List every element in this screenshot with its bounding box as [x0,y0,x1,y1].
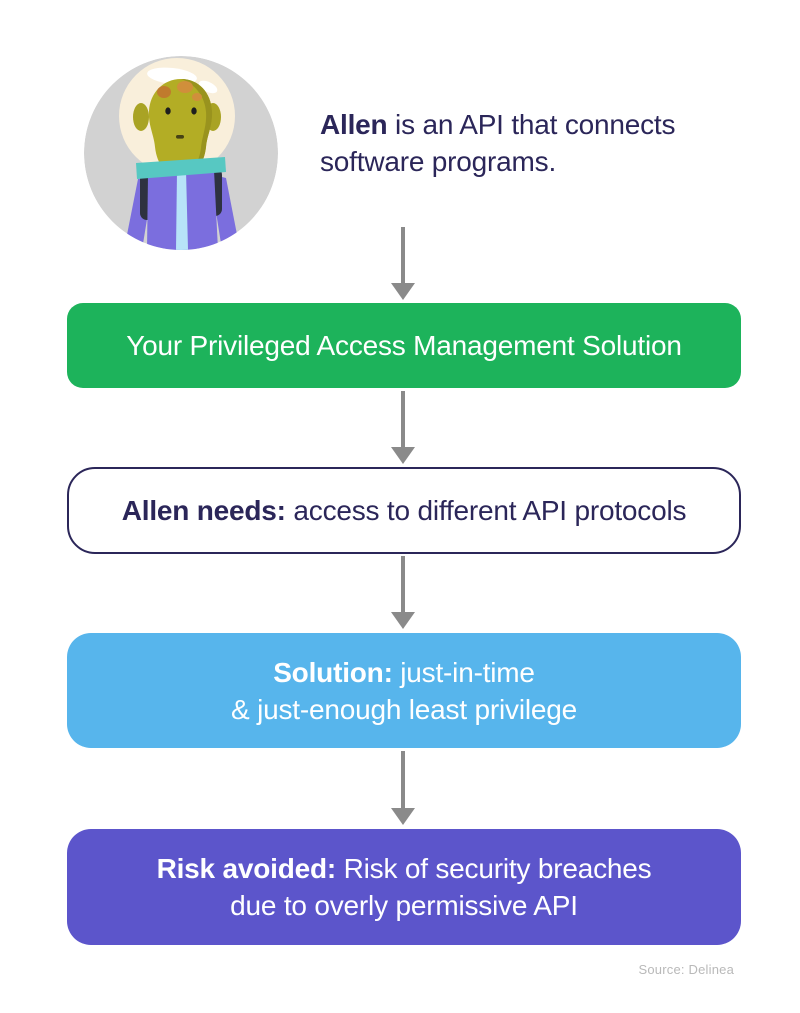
step-pam-label: Your Privileged Access Management Soluti… [126,329,682,361]
down-arrow-2 [401,391,405,447]
down-arrow-3 [401,556,405,612]
avatar [84,56,278,250]
step-risk-rest: Risk of security breaches [336,853,652,884]
intro-line1: is an API that connects [387,109,676,140]
intro-name: Allen [320,109,388,140]
intro-line2: software programs. [320,146,557,177]
step-allen-needs-bold: Allen needs: [121,494,286,526]
step-solution-line1: Solution: just-in-time [273,654,535,691]
step-solution: Solution: just-in-time & just-enough lea… [67,633,741,748]
step-allen-needs-rest: access to different API protocols [285,494,687,526]
source-note: Source: Delinea [638,962,734,977]
step-solution-rest: just-in-time [392,656,535,688]
down-arrow-1 [401,227,405,283]
step-risk-avoided: Risk avoided: Risk of security breaches … [67,829,741,945]
step-allen-needs: Allen needs: access to different API pro… [67,467,741,554]
step-allen-needs-label: Allen needs: access to different API pro… [122,495,687,527]
step-solution-line2: & just-enough least privilege [231,693,577,725]
down-arrow-4 [401,751,405,808]
alien-astronaut-icon [84,56,278,250]
step-risk-line2: due to overly permissive API [230,890,578,921]
intro-text: Allen is an API that connects software pr… [320,106,675,180]
step-risk-bold: Risk avoided: [156,853,337,884]
step-risk-line1: Risk avoided: Risk of security breaches [157,850,652,887]
step-solution-bold: Solution: [273,656,393,688]
step-pam-solution: Your Privileged Access Management Soluti… [67,303,741,388]
